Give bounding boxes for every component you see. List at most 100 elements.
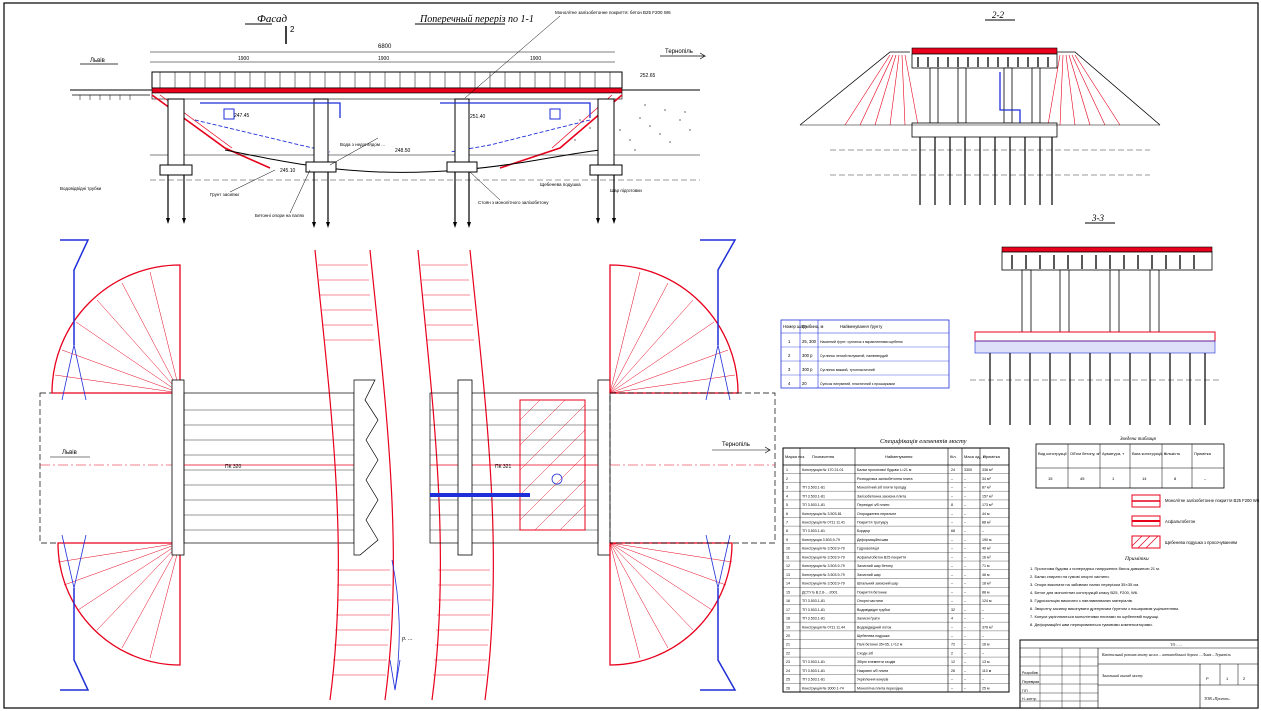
notes-block: Примітки 1. Прогонова будова з попереднь…: [1030, 556, 1179, 627]
section-2-2-title: 2-2: [992, 10, 1004, 20]
spec-cell: Огородження перильне: [857, 512, 896, 516]
section-3-3-title: 3-3: [1091, 213, 1104, 223]
river-label: р. ...: [401, 636, 413, 642]
spec-cell: –: [964, 573, 966, 577]
grade-mark-5: 245.10: [280, 168, 296, 174]
spec-cell: 88 м: [982, 590, 990, 594]
title-block: ТП - ... Капітальний ремонт мосту на км …: [1019, 639, 1259, 709]
grade-mark-3: 252.65: [640, 73, 656, 79]
spec-cell: 13: [786, 573, 790, 577]
spec-cell: ТП 3.503.1-81: [802, 486, 825, 490]
spec-cell: Палі бетонні 35×35, L=12 м: [857, 643, 903, 647]
spec-cell: 16 м: [982, 643, 990, 647]
spec-cell: –: [964, 669, 966, 673]
spec-cell: –: [951, 538, 953, 542]
spec-cell: 68: [951, 529, 955, 533]
summary-title: Зведена таблиця: [1120, 437, 1157, 442]
spec-header-6: Примітка: [983, 454, 1001, 459]
spec-cell: –: [951, 564, 953, 568]
spec-cell: Водовідвідний лоток: [857, 625, 892, 629]
spec-cell: –: [964, 686, 966, 690]
spec-cell: –: [964, 643, 966, 647]
spec-cell: Укріплення конусів: [857, 678, 888, 682]
spec-cell: –: [964, 617, 966, 621]
spec-cell: Конструкція № 170 21.01: [802, 468, 844, 472]
facade-note-6: Шар підготовки: [610, 188, 642, 193]
title-sheet-name: Загальний вигляд мосту: [1102, 673, 1143, 678]
spec-cell: 9: [786, 538, 788, 542]
spec-cell: 6: [786, 512, 788, 516]
spec-header-2: Позначення: [812, 454, 834, 459]
spec-cell: Щебенева подушка: [857, 634, 890, 638]
spec-cell: 157 м³: [982, 494, 993, 498]
spec-cell: Гідроізоляція: [857, 547, 879, 551]
spec-cell: –: [964, 660, 966, 664]
spec-cell: –: [951, 494, 953, 498]
title-role-3: ГІП: [1022, 689, 1028, 693]
spec-cell: 26: [951, 669, 955, 673]
spec-cell: 18 м³: [982, 582, 991, 586]
spec-cell: Монолітний з/б плити проїзду: [857, 486, 906, 490]
facade-note-3: Бетонні опори на палях: [255, 213, 305, 218]
spec-header-5: Маса од., кг: [964, 454, 986, 459]
spec-cell: –: [964, 494, 966, 498]
soil-cell: Супісок пилуватий, пластичний з прошарка…: [820, 382, 895, 386]
dir-left: Львів: [90, 58, 105, 64]
spec-cell: 124 м: [982, 599, 992, 603]
spec-cell: Залізобетонна захисна плита: [857, 494, 906, 498]
spec-cell: –: [951, 520, 953, 524]
spec-cell: Покриття тротуару: [857, 520, 888, 524]
soil-cell: 25, 300: [802, 339, 817, 344]
spec-cell: –: [951, 599, 953, 603]
spec-cell: 190 м: [982, 538, 992, 542]
grade-mark-1: 247.45: [234, 113, 250, 119]
spec-cell: ТП 3.503.1-81: [802, 529, 825, 533]
spec-cell: –: [964, 582, 966, 586]
spec-cell: 26: [786, 686, 790, 690]
sheet-frame: [3, 2, 1259, 709]
spec-cell: 8: [951, 503, 953, 507]
spec-cell: –: [964, 555, 966, 559]
notes-title: Примітки: [1124, 556, 1149, 562]
spec-cell: ТП 3.503.1-81: [802, 617, 825, 621]
spec-cell: 24: [786, 669, 790, 673]
spec-cell: –: [951, 573, 953, 577]
spec-cell: –: [951, 686, 953, 690]
spec-cell: 25 м: [982, 686, 990, 690]
summary-header-6: Примітка: [1194, 451, 1212, 456]
spec-cell: 3300: [964, 468, 972, 472]
spec-table: Специфікація елементів мосту Марка поз. …: [782, 438, 1010, 693]
spec-cell: –: [964, 651, 966, 655]
spec-cell: ТП 3.503.1-81: [802, 678, 825, 682]
title-role-1: Розробив: [1022, 671, 1038, 675]
spec-cell: –: [964, 625, 966, 629]
spec-cell: –: [964, 503, 966, 507]
summary-header-2: Об'єм бетону, м³: [1070, 451, 1101, 456]
note-8: 8. Деформаційні шви перекриваються гумов…: [1030, 622, 1153, 627]
soil-header-1: Номер шару: [783, 324, 808, 329]
spec-cell: Сходи з/б: [857, 651, 873, 655]
title-sheets: 2: [1243, 676, 1246, 681]
spec-cell: Конструкція 3.503.9-79: [802, 538, 840, 542]
spec-cell: –: [951, 625, 953, 629]
soil-header-3: Найменування ґрунту: [840, 324, 883, 329]
spec-cell: –: [982, 529, 984, 533]
spec-cell: 2: [951, 651, 953, 655]
summary-table: Зведена таблиця Вид конструкції Об'єм бе…: [1035, 437, 1225, 489]
summary-header-1: Вид конструкції: [1038, 451, 1068, 456]
spec-cell: 7: [786, 520, 788, 524]
spec-cell: ТП 3.503.1-81: [802, 660, 825, 664]
spec-cell: –: [964, 547, 966, 551]
spec-cell: –: [964, 599, 966, 603]
spec-cell: –: [982, 608, 984, 612]
spec-cell: 32: [951, 608, 955, 612]
section-1-1-title: Поперечный переріз по 1-1: [419, 14, 534, 25]
facade-note-4: Стоян з монолітного залізобетону: [478, 200, 549, 205]
title-code: ТП - ...: [1170, 642, 1182, 647]
spec-cell: Асфальтобетон В25 покриття: [857, 555, 906, 559]
material-legend: Монолітне залізобетонне покриття В25 F20…: [1131, 494, 1260, 549]
spec-cell: –: [964, 608, 966, 612]
spec-cell: 18: [786, 617, 790, 621]
spec-cell: Захисні ґрати: [857, 617, 880, 621]
spec-cell: 71 м: [982, 564, 990, 568]
